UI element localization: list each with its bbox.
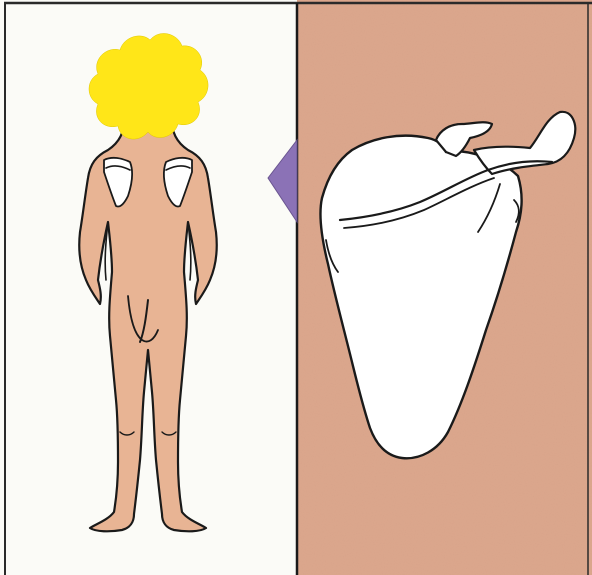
anatomy-diagram (0, 0, 592, 575)
scapula-figure-svg (0, 0, 592, 575)
